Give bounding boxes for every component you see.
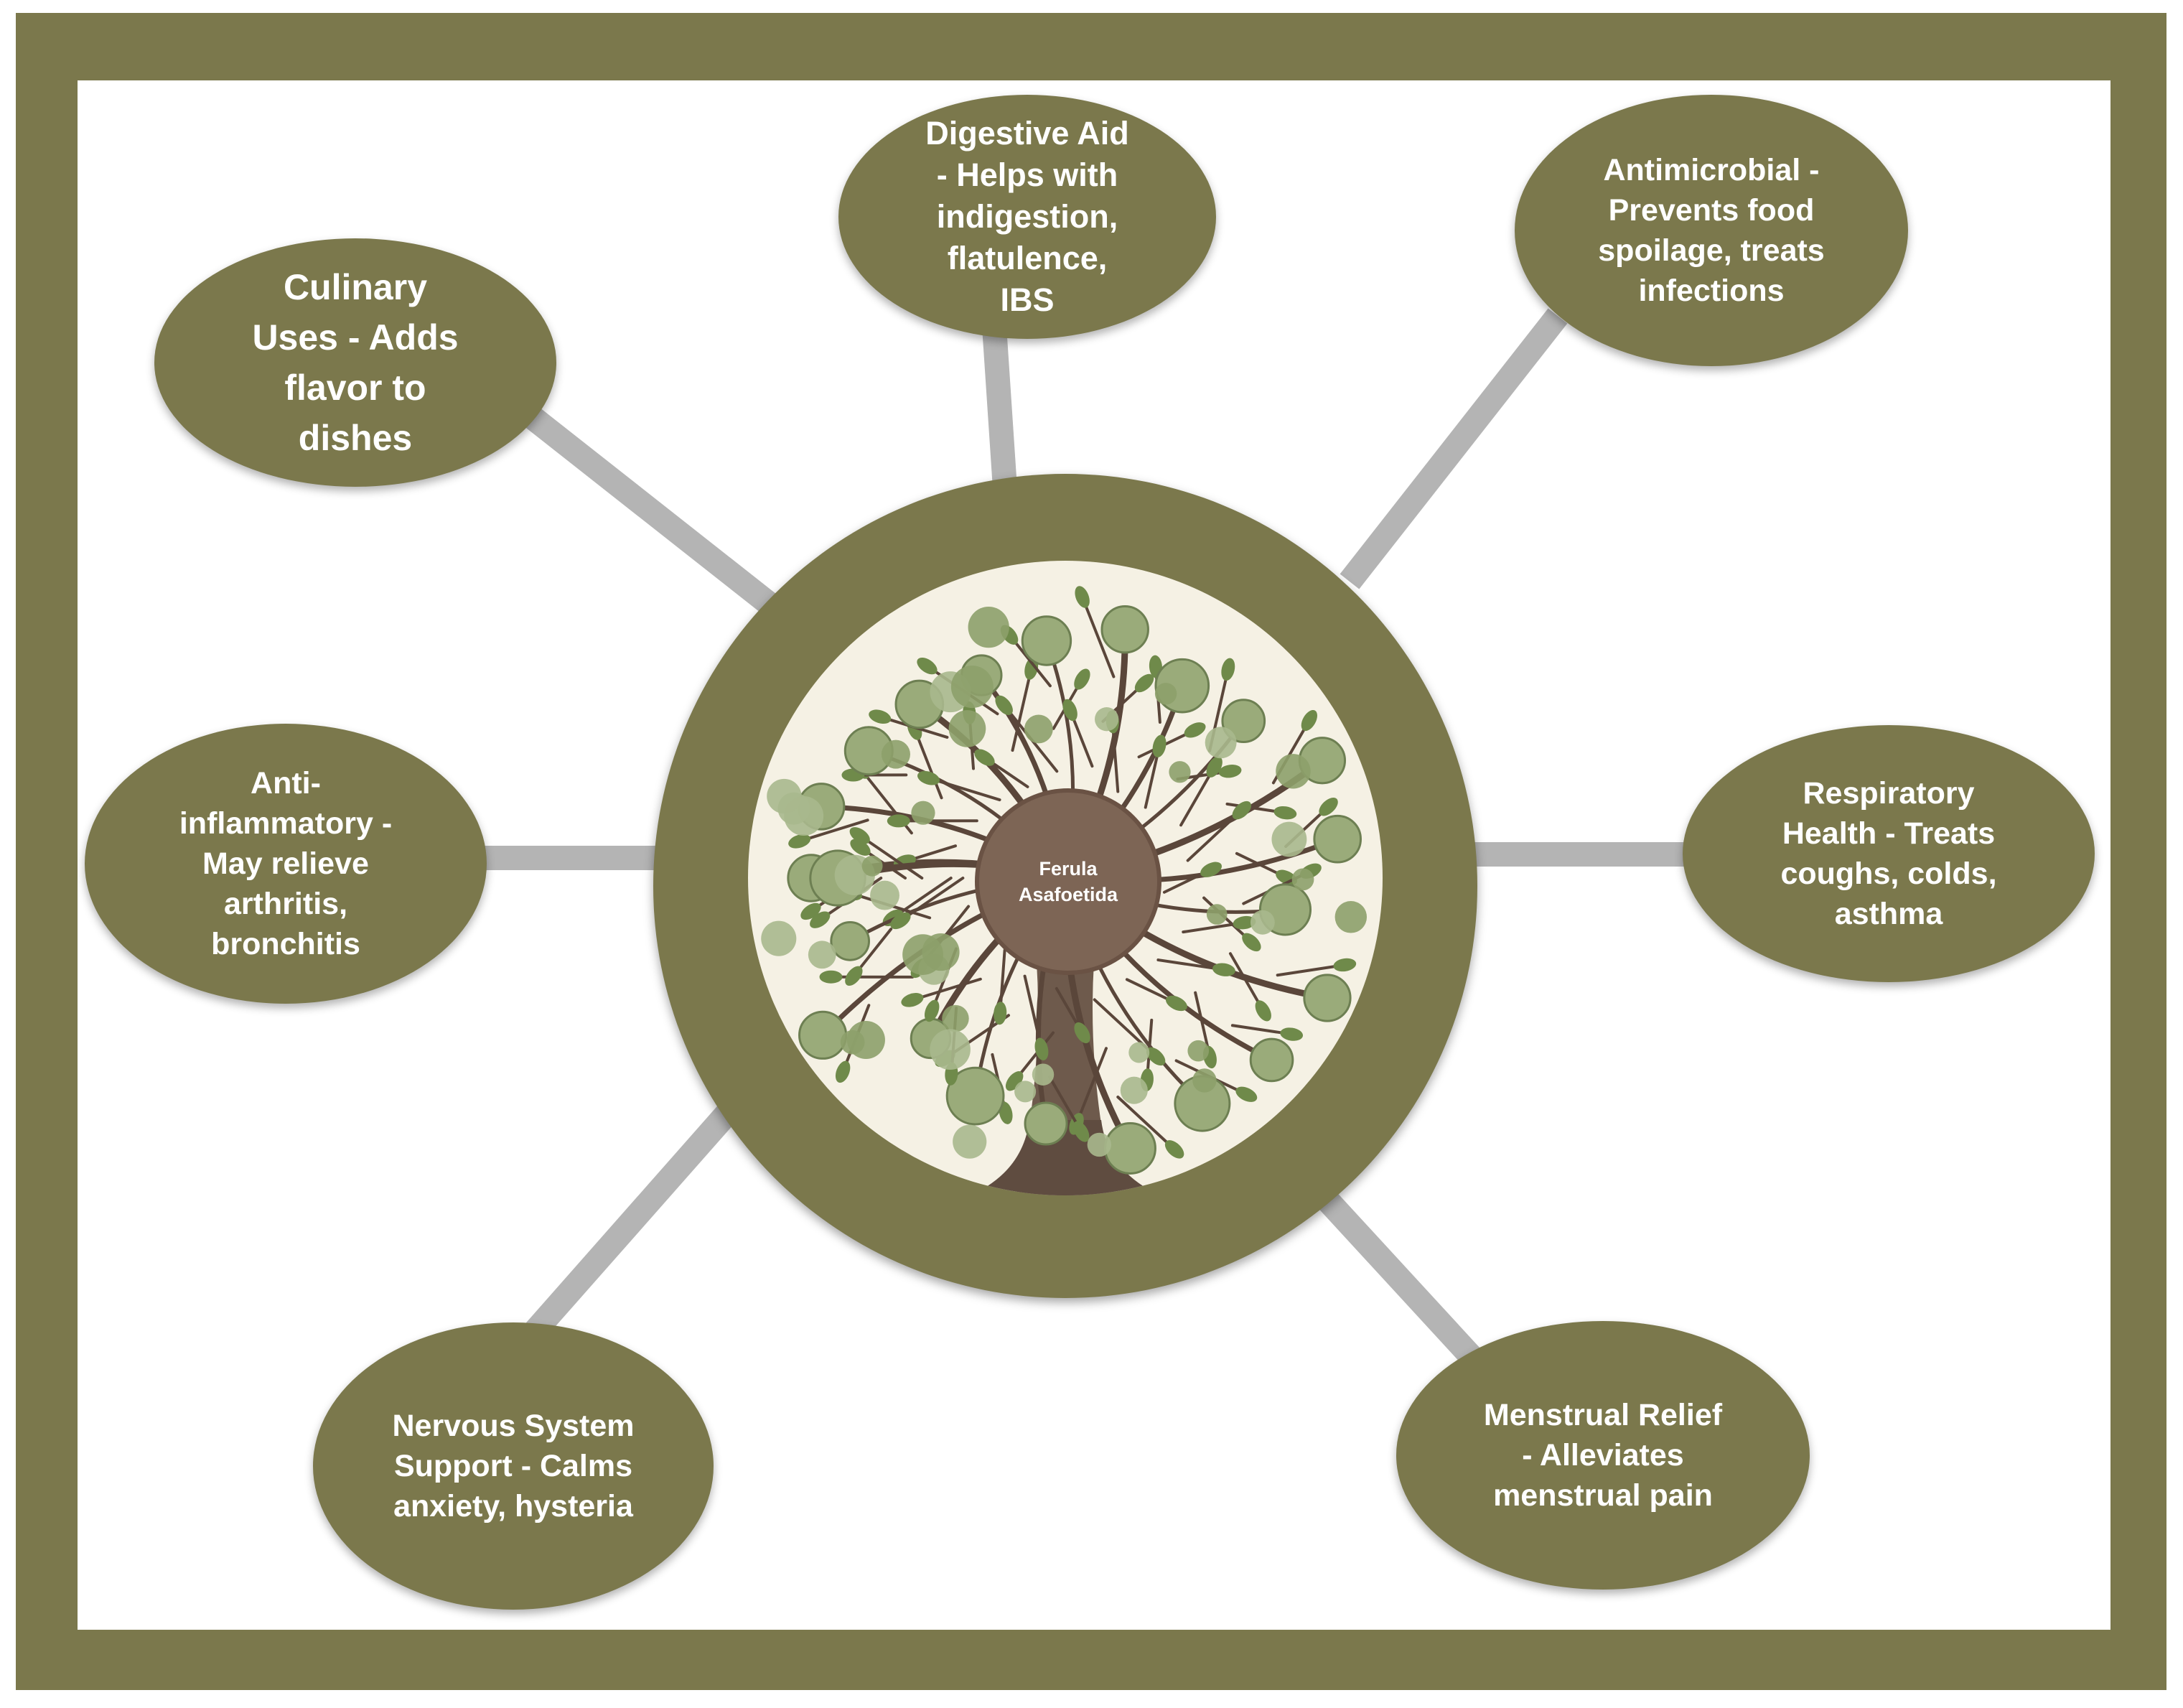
node-menstrual: Menstrual Relief - Alleviates menstrual …: [1396, 1321, 1810, 1590]
node-culinary: Culinary Uses - Adds flavor to dishes: [154, 238, 556, 487]
node-culinary-text: Culinary Uses - Adds flavor to dishes: [252, 262, 458, 463]
node-anti-inflammatory: Anti- inflammatory - May relieve arthrit…: [85, 724, 487, 1004]
node-antimicrobial: Antimicrobial - Prevents food spoilage, …: [1515, 95, 1908, 366]
node-nervous: Nervous System Support - Calms anxiety, …: [313, 1322, 714, 1610]
node-respiratory-text: Respiratory Health - Treats coughs, cold…: [1780, 773, 1996, 934]
center-label: Ferula Asafoetida: [975, 788, 1161, 975]
node-menstrual-text: Menstrual Relief - Alleviates menstrual …: [1484, 1395, 1722, 1516]
center-label-text: Ferula Asafoetida: [1019, 856, 1118, 908]
node-respiratory: Respiratory Health - Treats coughs, cold…: [1683, 725, 2095, 982]
node-anti-inflammatory-text: Anti- inflammatory - May relieve arthrit…: [179, 763, 392, 964]
node-digestive: Digestive Aid - Helps with indigestion, …: [838, 95, 1216, 339]
node-nervous-text: Nervous System Support - Calms anxiety, …: [393, 1406, 635, 1526]
node-antimicrobial-text: Antimicrobial - Prevents food spoilage, …: [1598, 150, 1824, 311]
node-digestive-text: Digestive Aid - Helps with indigestion, …: [925, 113, 1128, 321]
